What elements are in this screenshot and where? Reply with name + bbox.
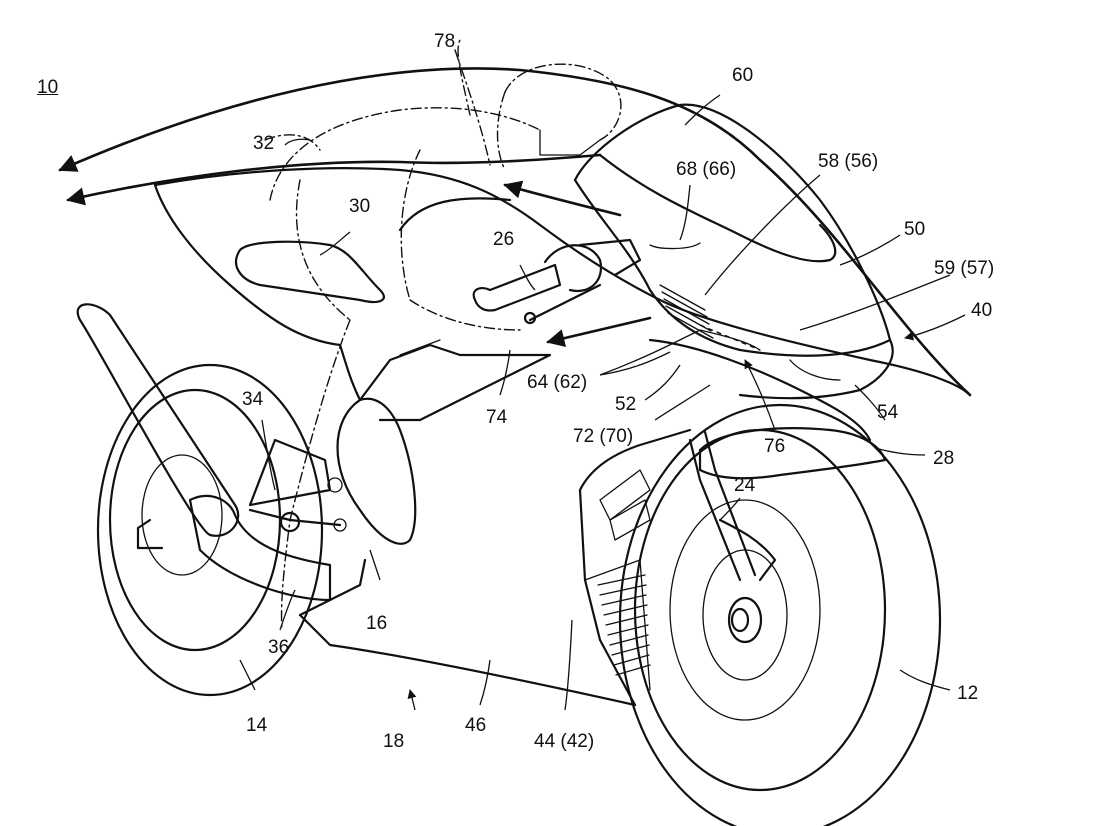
handlebar bbox=[472, 238, 642, 325]
label-18: 18 bbox=[383, 731, 405, 752]
label-58-56: 58 (56) bbox=[818, 151, 879, 172]
label-44-42: 44 (42) bbox=[534, 731, 595, 752]
lower-cowl bbox=[298, 428, 692, 707]
label-26: 26 bbox=[493, 229, 515, 250]
label-59-57: 59 (57) bbox=[934, 258, 995, 279]
label-52: 52 bbox=[615, 394, 637, 415]
label-14: 14 bbox=[246, 715, 268, 736]
label-12: 12 bbox=[957, 683, 979, 704]
fairing-body bbox=[153, 167, 972, 545]
front-fairing bbox=[539, 103, 894, 442]
label-54: 54 bbox=[877, 402, 899, 423]
label-74: 74 bbox=[486, 407, 508, 428]
label-24: 24 bbox=[734, 475, 756, 496]
rear-wheel bbox=[96, 363, 324, 697]
figure-reference-number: 10 bbox=[37, 77, 59, 98]
front-fender bbox=[688, 427, 887, 582]
label-28: 28 bbox=[933, 448, 955, 469]
label-36: 36 bbox=[268, 637, 290, 658]
label-60: 60 bbox=[732, 65, 754, 86]
label-30: 30 bbox=[349, 196, 371, 217]
label-16: 16 bbox=[366, 613, 388, 634]
front-wheel bbox=[618, 403, 942, 826]
label-40: 40 bbox=[971, 300, 993, 321]
airflow-arrows bbox=[58, 67, 972, 397]
label-64-62: 64 (62) bbox=[527, 372, 588, 393]
label-46: 46 bbox=[465, 715, 487, 736]
label-78: 78 bbox=[434, 31, 456, 52]
side-vent-fins bbox=[659, 284, 714, 339]
label-50: 50 bbox=[904, 219, 926, 240]
rear-linkage bbox=[248, 438, 347, 533]
rider-outline bbox=[264, 39, 622, 631]
label-32: 32 bbox=[253, 133, 275, 154]
label-72-70: 72 (70) bbox=[573, 426, 634, 447]
exhaust-muffler bbox=[76, 303, 332, 602]
label-68-66: 68 (66) bbox=[676, 159, 737, 180]
label-34: 34 bbox=[242, 389, 264, 410]
label-76: 76 bbox=[764, 436, 786, 457]
leader-lines bbox=[239, 49, 966, 711]
